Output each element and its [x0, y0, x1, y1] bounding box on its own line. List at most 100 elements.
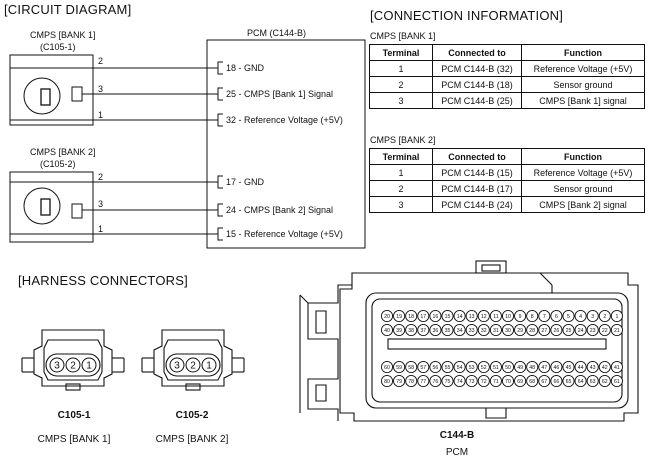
pcm-pin-4-ring — [574, 309, 587, 323]
pcm-pin-2: 2 — [603, 314, 606, 320]
sensor1-connector: (C105-1) — [40, 42, 76, 52]
pcm-pin-27-ring — [538, 323, 551, 337]
connector-c105-2-pin-1: 1 — [206, 361, 212, 372]
pcm-pin-21: 21 — [614, 328, 620, 334]
connector-c105-1-pin-3-ring — [49, 357, 65, 373]
table-row: 3 PCM C144-B (25) CMPS [Bank 1] signal — [369, 92, 645, 109]
c144-b-id: C144-B — [439, 430, 475, 441]
pcm-pin-56-ring — [429, 360, 442, 374]
col-function: Function — [521, 148, 645, 165]
pcm-pin-57: 57 — [420, 365, 426, 371]
pcm-pin-78: 78 — [408, 379, 414, 385]
pcm-pin-24-ring — [574, 323, 587, 337]
col-terminal: Terminal — [369, 44, 433, 61]
pcm-pin-15 — [217, 227, 223, 241]
table-header-row: Terminal Connected to Function — [369, 44, 645, 61]
c105-1-id: C105-1 — [57, 410, 91, 421]
connector-c105-2-pin-2: 2 — [190, 361, 196, 372]
pcm-pin-66: 66 — [554, 379, 560, 385]
pcm-pin-21-ring — [610, 323, 623, 337]
pcm-box — [206, 39, 366, 249]
pcm-pin-76-ring — [429, 374, 442, 388]
pcm-pin-48-ring — [526, 360, 539, 374]
table-header-row: Terminal Connected to Function — [369, 148, 645, 165]
pcm-pin-49-ring — [514, 360, 527, 374]
pcm-pin-25 — [217, 87, 223, 101]
pcm-pin-6: 6 — [555, 314, 558, 320]
bank2-connection-table: Terminal Connected to Function 1 PCM C14… — [369, 148, 645, 213]
sensor2-body — [23, 187, 61, 225]
cell-connected-to: PCM C144-B (15) — [432, 164, 522, 181]
pcm-pin-19: 19 — [396, 314, 402, 320]
pcm-pin-36-ring — [429, 323, 442, 337]
sensor2-name: CMPS [BANK 2] — [30, 147, 96, 157]
pcm-pin-78-ring — [405, 374, 418, 388]
c144-b-desc: PCM — [445, 447, 469, 458]
wire-b2-gnd-label: 17 - GND — [226, 177, 265, 187]
pcm-pin-54-ring — [453, 360, 466, 374]
pcm-pin-73-ring — [465, 374, 478, 388]
pcm-pin-39-ring — [393, 323, 406, 337]
pcm-pin-16-ring — [429, 309, 442, 323]
pcm-pin-38-ring — [405, 323, 418, 337]
pcm-pin-38: 38 — [408, 328, 414, 334]
cell-terminal: 2 — [369, 76, 433, 93]
pcm-pin-28-ring — [526, 323, 539, 337]
pcm-pin-61-ring — [610, 374, 623, 388]
wire-b1-ref-pin: 1 — [98, 110, 104, 120]
pcm-pin-12: 12 — [481, 314, 487, 320]
cell-connected-to: PCM C144-B (25) — [432, 92, 522, 109]
sensor2-terminal — [71, 203, 83, 219]
pcm-pin-4: 4 — [579, 314, 582, 320]
sensor1-terminal — [71, 86, 83, 102]
pcm-pin-44: 44 — [578, 365, 584, 371]
pcm-pin-37: 37 — [420, 328, 426, 334]
pcm-pin-42-ring — [598, 360, 611, 374]
pcm-pin-47: 47 — [541, 365, 547, 371]
wire-b1-gnd-label: 18 - GND — [226, 63, 265, 73]
wire-b1-signal-label: 25 - CMPS [Bank 1] Signal — [226, 89, 334, 99]
pcm-pin-7: 7 — [543, 314, 546, 320]
pcm-pin-53-ring — [465, 360, 478, 374]
bank1-table-title: CMPS [BANK 1] — [370, 31, 436, 41]
pcm-pin-2-ring — [598, 309, 611, 323]
pcm-pin-17-ring — [417, 309, 430, 323]
cell-connected-to: PCM C144-B (17) — [432, 180, 522, 197]
connector-c105-1-pin-1: 1 — [86, 361, 92, 372]
pcm-pin-59: 59 — [396, 365, 402, 371]
connector-c105-1-pin-1-ring — [81, 357, 97, 373]
pcm-pin-65-ring — [562, 374, 575, 388]
pcm-pin-32: 32 — [481, 328, 487, 334]
wire-b1-signal-pin: 3 — [98, 84, 104, 94]
pcm-pin-70-ring — [501, 374, 515, 388]
pcm-pin-36: 36 — [433, 328, 439, 334]
pcm-pin-31-ring — [489, 323, 502, 337]
pcm-pin-33-ring — [465, 323, 478, 337]
pcm-pin-40-ring — [380, 323, 394, 337]
pcm-pin-71-ring — [489, 374, 502, 388]
pcm-pin-58: 58 — [408, 365, 414, 371]
pcm-pin-51-ring — [489, 360, 502, 374]
pcm-pin-15: 15 — [445, 314, 451, 320]
table-row: 2 PCM C144-B (18) Sensor ground — [369, 76, 645, 93]
pcm-pin-59-ring — [393, 360, 406, 374]
pcm-pin-10-ring — [501, 309, 515, 323]
cell-connected-to: PCM C144-B (24) — [432, 196, 522, 213]
sensor1-element — [40, 88, 51, 106]
circuit-diagram-header: [CIRCUIT DIAGRAM] — [4, 2, 132, 17]
pcm-pin-49: 49 — [517, 365, 523, 371]
pcm-pin-11: 11 — [493, 314, 498, 320]
pcm-pin-40: 40 — [384, 328, 390, 334]
col-terminal: Terminal — [369, 148, 433, 165]
pcm-pin-77-ring — [417, 374, 430, 388]
cell-function: Sensor ground — [521, 180, 645, 197]
pcm-pin-58-ring — [405, 360, 418, 374]
cell-terminal: 1 — [369, 164, 433, 181]
col-connected-to: Connected to — [432, 148, 522, 165]
pcm-pin-55: 55 — [445, 365, 451, 371]
pcm-pin-46-ring — [550, 360, 563, 374]
pcm-pin-71: 71 — [493, 379, 499, 385]
pcm-pin-76: 76 — [433, 379, 439, 385]
table-row: 1 PCM C144-B (32) Reference Voltage (+5V… — [369, 60, 645, 77]
